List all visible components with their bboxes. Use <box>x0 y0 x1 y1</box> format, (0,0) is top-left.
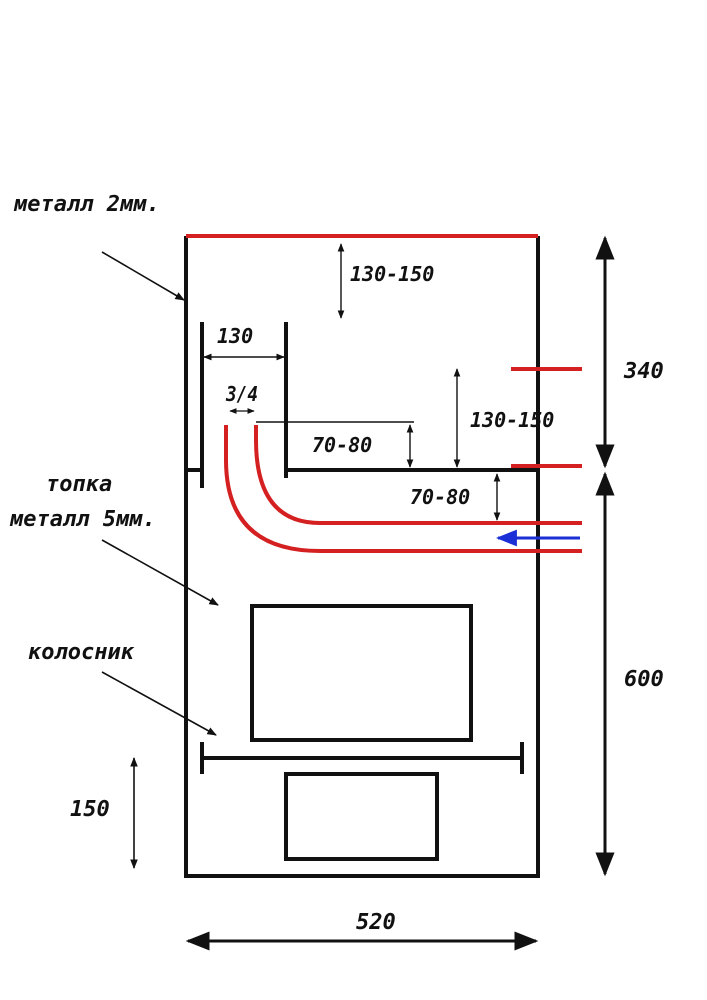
dim-ash-height: 150 <box>70 797 110 822</box>
dim-pipe-diameter: 3/4 <box>225 382 258 406</box>
leader-grate <box>101 671 217 736</box>
dim-side-gap: 130-150 <box>470 408 554 432</box>
label-metal-5mm: металл 5мм. <box>9 507 156 532</box>
label-firebox: топка <box>46 472 112 497</box>
flue-channel <box>200 322 288 488</box>
leader-metal-5mm <box>101 539 219 606</box>
firebox-door <box>250 604 473 742</box>
dim-upper-height: 340 <box>623 359 664 384</box>
dim-pipe-width: 130 <box>217 324 253 348</box>
heat-exchanger-pipe <box>224 425 582 553</box>
dim-lower-70-80: 70-80 <box>410 485 470 509</box>
ash-door <box>284 772 439 861</box>
dim-total-width: 520 <box>356 910 396 935</box>
dim-lower-height: 600 <box>624 667 664 692</box>
label-metal-2mm: металл 2мм. <box>13 192 160 217</box>
dim-upper-70-80: 70-80 <box>312 433 372 457</box>
grate-bar <box>200 742 524 774</box>
leader-metal-2mm <box>101 251 185 301</box>
dim-top-gap: 130-150 <box>350 262 434 286</box>
label-grate: колосник <box>28 640 135 665</box>
stove-body <box>184 236 540 878</box>
